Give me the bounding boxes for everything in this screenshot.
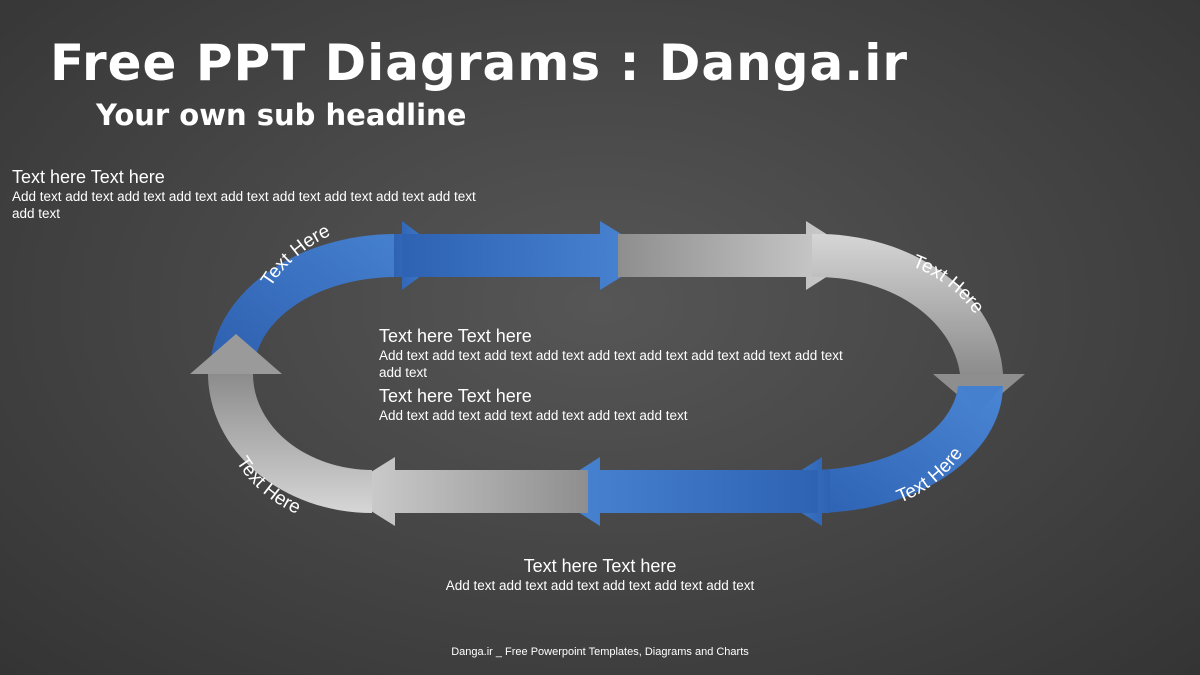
text-block-body: Add text add text add text add text add …: [379, 408, 688, 423]
arrow-top-3: [618, 221, 860, 290]
text-block-heading: Text here Text here: [379, 326, 532, 346]
arrow-left-up-head: [190, 334, 282, 374]
text-block-top-left: Text here Text here Add text add text ad…: [12, 166, 482, 222]
text-block-body: Add text add text add text add text add …: [379, 348, 843, 380]
text-block-heading: Text here Text here: [12, 167, 165, 187]
text-block-heading: Text here Text here: [523, 556, 677, 576]
arc-right-upper: [812, 233, 1003, 374]
arrow-top-2: [402, 221, 656, 290]
arc-right-lower: [812, 386, 1003, 514]
footer-text: Danga.ir _ Free Powerpoint Templates, Di…: [451, 646, 749, 658]
text-block-bottom: Text here Text here Add text add text ad…: [360, 555, 840, 594]
text-block-center-2: Text here Text here Add text add text ad…: [379, 385, 849, 424]
arc-left-lower: [208, 374, 372, 513]
text-block-center-1: Text here Text here Add text add text ad…: [379, 325, 849, 381]
page-title: Free PPT Diagrams : Danga.ir: [50, 34, 909, 92]
arc-top-left: [210, 234, 396, 372]
arrow-bottom-2: [546, 457, 818, 526]
arrow-bottom-3: [340, 457, 588, 526]
text-block-heading: Text here Text here: [379, 386, 532, 406]
text-block-body: Add text add text add text add text add …: [12, 189, 476, 221]
text-block-body: Add text add text add text add text add …: [445, 578, 755, 593]
page-subtitle: Your own sub headline: [96, 98, 467, 132]
